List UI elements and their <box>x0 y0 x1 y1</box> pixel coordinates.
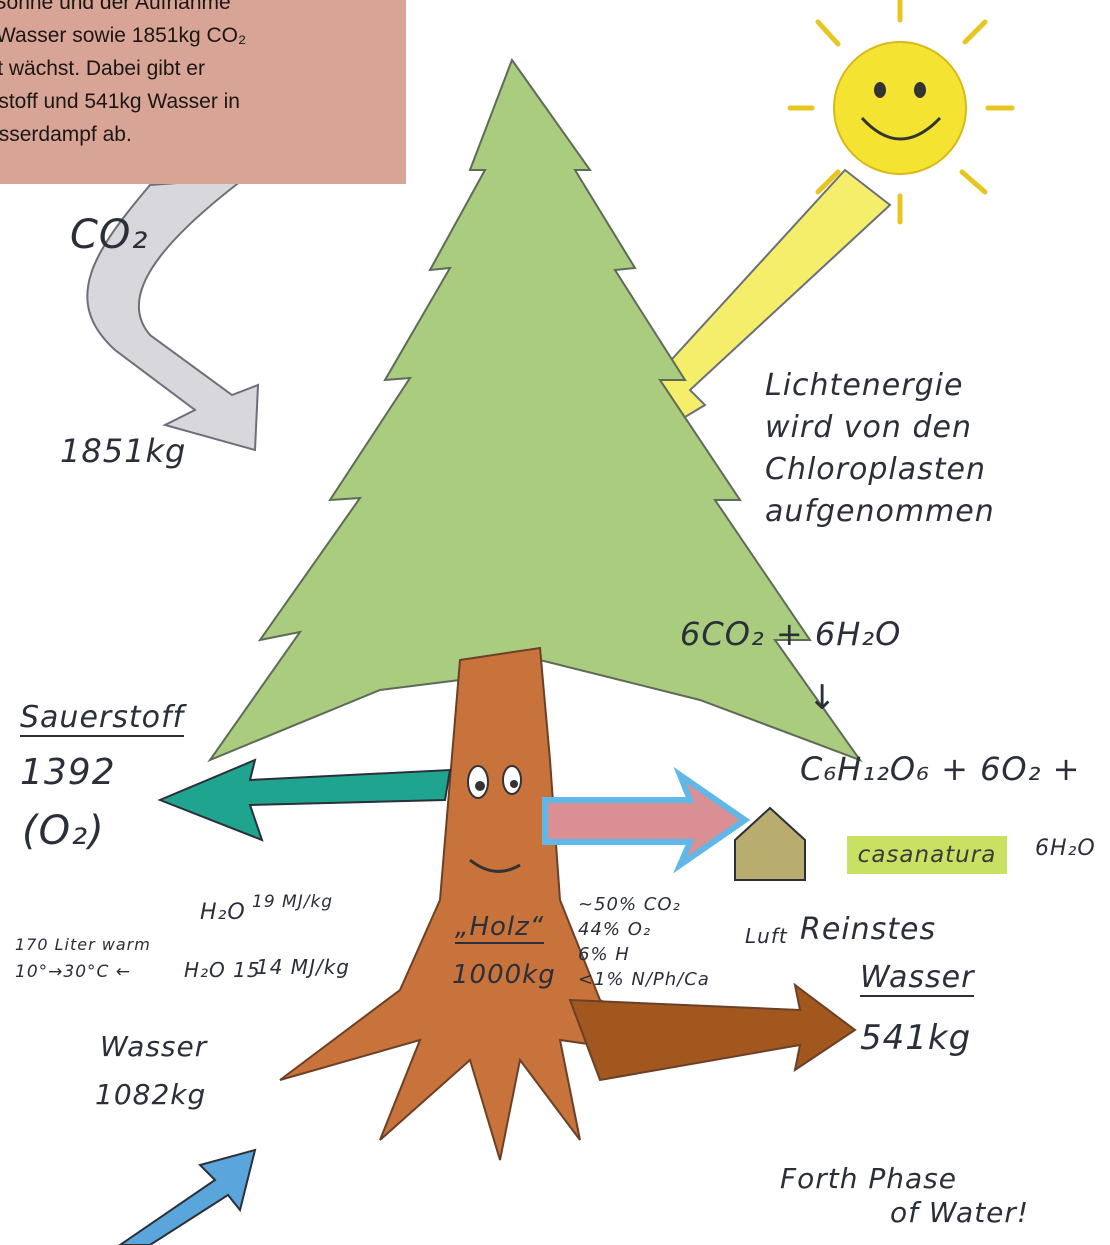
composition-list: ~50% CO₂ 44% O₂ 6% H <1% N/Ph/Ca <box>578 892 710 992</box>
co2-amount-label: 1851kg <box>60 432 186 470</box>
h2o-label: H₂O <box>200 900 246 925</box>
info-text: er Sonne und der Aufnahme kg Wasser sowi… <box>0 0 388 151</box>
info-line: Luft wächst. Dabei gibt er <box>0 52 388 85</box>
equation-arrow: ↓ <box>808 678 838 718</box>
root-arrow <box>570 985 855 1080</box>
composition-item: ~50% CO₂ <box>578 892 710 917</box>
of-water: of Water! <box>890 1196 1029 1229</box>
energy-1: 19 MJ/kg <box>252 892 333 912</box>
wood-amount: 1000kg <box>452 960 556 990</box>
water-arrow <box>120 1150 255 1245</box>
water-title: Wasser <box>100 1030 207 1063</box>
light-label: Lichtenergie wird von den Chloroplasten … <box>765 365 995 533</box>
wood-title: „Holz“ <box>455 912 544 944</box>
oxygen-arrow <box>160 760 450 840</box>
sun-icon <box>790 0 1012 222</box>
forth-phase: Forth Phase <box>780 1162 957 1195</box>
info-line: uerstoff und 541kg Wasser in <box>0 85 388 118</box>
brand-label: casanatura <box>847 836 1007 874</box>
wasser2-amount: 541kg <box>860 1018 971 1058</box>
equation-bottom: C₆H₁₂O₆ + 6O₂ + <box>800 750 1080 788</box>
reinstes-label: Reinstes <box>800 912 936 947</box>
oxygen-title: Sauerstoff <box>20 700 184 737</box>
temp-range: 10°→30°C ← <box>15 962 131 982</box>
light-line: Lichtenergie <box>765 365 995 407</box>
info-line: kg Wasser sowie 1851kg CO₂ <box>0 19 388 52</box>
info-line: Wasserdampf ab. <box>0 118 388 151</box>
wasser2-label: Wasser <box>860 960 974 997</box>
info-line: er Sonne und der Aufnahme <box>0 0 388 19</box>
light-line: Chloroplasten <box>765 449 995 491</box>
oxygen-formula: (O₂) <box>22 808 105 854</box>
light-line: wird von den <box>765 407 995 449</box>
liter-warm: 170 Liter warm <box>15 935 151 954</box>
composition-item: 44% O₂ <box>578 917 710 942</box>
info-box: er Sonne und der Aufnahme kg Wasser sowi… <box>0 0 406 184</box>
luft-label: Luft <box>745 924 788 948</box>
co2-label: CO₂ <box>70 212 148 258</box>
oxygen-amount: 1392 <box>20 752 116 793</box>
equation-h2o: 6H₂O <box>1035 836 1096 861</box>
composition-item: <1% N/Ph/Ca <box>578 967 710 992</box>
equation-top: 6CO₂ + 6H₂O <box>680 615 901 653</box>
light-line: aufgenommen <box>765 491 995 533</box>
composition-item: 6% H <box>578 942 710 967</box>
house-arrow <box>545 775 745 865</box>
h2o-15: H₂O 15 <box>184 958 261 982</box>
energy-2: 14 MJ/kg <box>256 955 350 979</box>
water-amount: 1082kg <box>95 1078 206 1111</box>
